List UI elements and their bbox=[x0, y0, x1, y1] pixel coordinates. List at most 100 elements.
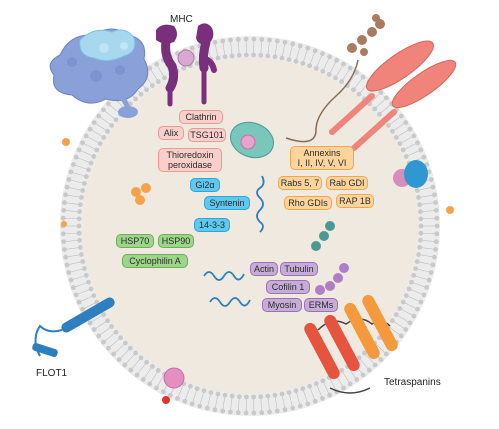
lipid-head bbox=[64, 262, 70, 268]
lipid-head bbox=[229, 53, 235, 59]
lipid-head bbox=[397, 305, 403, 311]
lipid-head bbox=[63, 192, 69, 198]
lipid-tail bbox=[418, 284, 425, 288]
lipid-tail bbox=[150, 69, 155, 76]
lipid-head bbox=[66, 177, 72, 182]
lipid-head bbox=[360, 74, 366, 80]
lipid-tail bbox=[402, 129, 409, 134]
lipid-tail bbox=[170, 387, 175, 394]
lipid-head bbox=[222, 54, 228, 60]
lipid-tail bbox=[192, 396, 195, 403]
lipid-tail bbox=[375, 93, 380, 99]
lipid-head bbox=[133, 96, 138, 102]
lipid-tail bbox=[72, 203, 79, 205]
lipid-head bbox=[251, 36, 257, 42]
lipid-tail bbox=[125, 358, 131, 364]
lipid-head bbox=[418, 237, 423, 243]
lipid-head bbox=[228, 409, 233, 415]
lipid-tail bbox=[357, 368, 363, 374]
lipid-tail bbox=[348, 78, 353, 85]
lipid-head bbox=[434, 223, 440, 229]
lipid-tail bbox=[222, 42, 225, 49]
lipid-head bbox=[413, 266, 419, 271]
lipid-head bbox=[426, 277, 432, 283]
lipid-head bbox=[228, 37, 233, 43]
lipid-tail bbox=[157, 380, 161, 387]
lipid-head bbox=[258, 52, 264, 58]
membrane-sphere-bottom bbox=[163, 367, 185, 389]
lipid-head bbox=[307, 383, 313, 389]
lipid-tail bbox=[86, 296, 93, 300]
lipid-head bbox=[305, 45, 311, 51]
lipid-head bbox=[418, 223, 424, 229]
lipid-tail bbox=[342, 371, 347, 378]
lipid-tail bbox=[80, 282, 87, 286]
lipid-head bbox=[167, 392, 173, 398]
rna-wave bbox=[203, 271, 245, 281]
lipid-head bbox=[356, 355, 362, 361]
lipid-head bbox=[118, 335, 123, 341]
lipid-head bbox=[96, 113, 102, 119]
chip-alix-text: Alix bbox=[163, 128, 179, 138]
integrin-cluster bbox=[49, 28, 149, 118]
lipid-head bbox=[101, 312, 107, 317]
lipid-tail bbox=[77, 157, 84, 161]
lipid-tail bbox=[416, 291, 423, 295]
chip-cofilin-1: Cofilin 1 bbox=[266, 280, 310, 294]
lipid-head bbox=[290, 405, 296, 411]
lipid-tail bbox=[428, 210, 435, 212]
lipid-tail bbox=[71, 210, 78, 212]
lipid-head bbox=[265, 53, 271, 59]
lipid-tail bbox=[401, 309, 408, 313]
lipid-head bbox=[411, 273, 417, 278]
lipid-tail bbox=[223, 48, 226, 55]
lipid-tail bbox=[426, 194, 433, 197]
lipid-head bbox=[116, 357, 122, 363]
lipid-tail bbox=[100, 117, 106, 122]
lipid-tail bbox=[72, 247, 79, 249]
lipid-tail bbox=[422, 240, 429, 242]
lipid-head bbox=[421, 292, 427, 298]
lipid-head bbox=[418, 299, 424, 305]
lipid-head bbox=[279, 391, 285, 397]
lipid-tail bbox=[105, 120, 111, 125]
lipid-head bbox=[313, 381, 319, 387]
lipid-tail bbox=[397, 133, 404, 137]
lipid-tail bbox=[208, 51, 211, 58]
lipid-head bbox=[293, 58, 299, 64]
chip-hsp70: HSP70 bbox=[116, 234, 154, 248]
lipid-tail bbox=[375, 344, 381, 349]
lipid-head bbox=[320, 395, 325, 401]
lipid-head bbox=[66, 270, 72, 275]
lipid-head bbox=[187, 383, 193, 389]
lipid-tail bbox=[303, 390, 306, 397]
lipid-head bbox=[80, 259, 86, 264]
lipid-head bbox=[61, 239, 67, 245]
lipid-head bbox=[393, 135, 399, 140]
lipid-tail bbox=[72, 172, 79, 175]
lipid-tail bbox=[323, 63, 327, 70]
lipid-tail bbox=[72, 277, 79, 280]
lipid-tail bbox=[147, 78, 152, 85]
lipid-tail bbox=[96, 315, 103, 319]
lipid-head bbox=[417, 245, 423, 250]
lipid-head bbox=[236, 394, 242, 400]
lipid-tail bbox=[114, 338, 120, 344]
lipid-head bbox=[105, 318, 110, 324]
lipid-tail bbox=[91, 318, 98, 323]
lipid-tail bbox=[164, 384, 168, 391]
lipid-head bbox=[433, 207, 439, 213]
lipid-head bbox=[181, 65, 187, 71]
lipid-tail bbox=[223, 397, 226, 404]
lipid-head bbox=[175, 395, 180, 401]
lipid-head bbox=[101, 107, 106, 113]
lipid-head bbox=[297, 43, 303, 49]
lipid-tail bbox=[215, 44, 217, 51]
lipid-head bbox=[259, 410, 265, 416]
lipid-tail bbox=[135, 359, 140, 365]
rna-wave bbox=[209, 297, 251, 307]
lipid-tail bbox=[92, 139, 99, 143]
lipid-head bbox=[378, 89, 384, 95]
lipid-tail bbox=[407, 152, 414, 156]
lipid-tail bbox=[75, 164, 82, 168]
